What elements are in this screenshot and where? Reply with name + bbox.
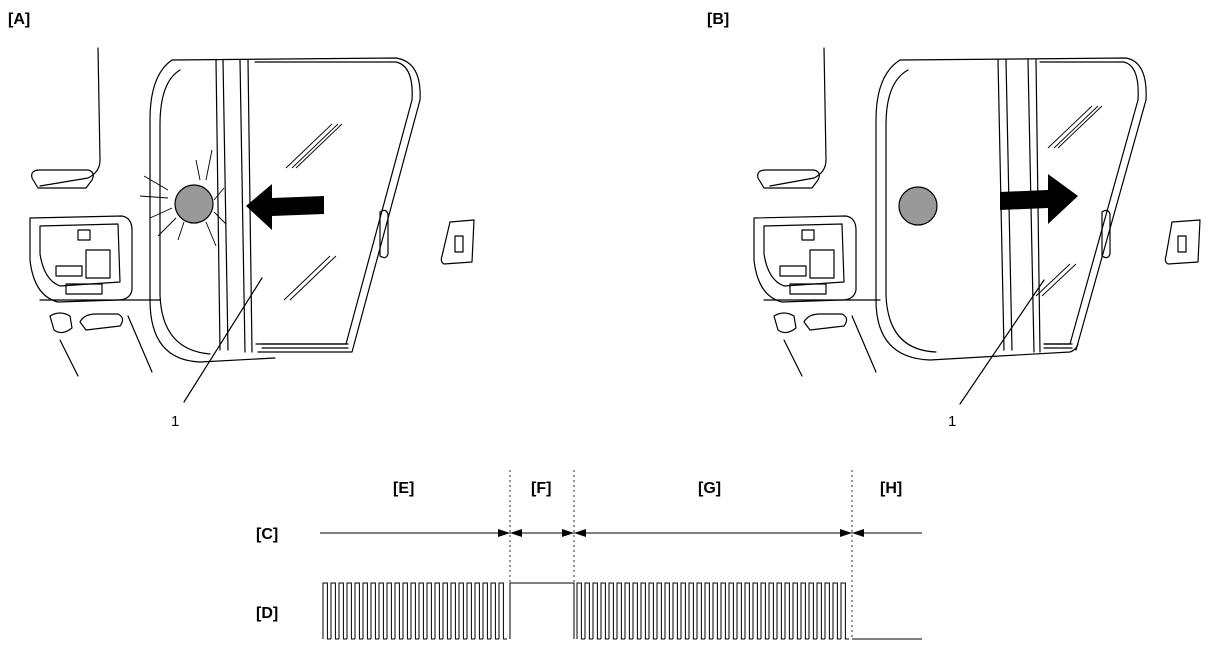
panel-a-label: [A] bbox=[8, 11, 31, 28]
segment-h-label: [H] bbox=[880, 480, 903, 497]
panel-a-switch-cluster bbox=[29, 169, 161, 377]
row-c-label: [C] bbox=[256, 526, 279, 543]
segment-g-label: [G] bbox=[698, 480, 722, 497]
arrow-head-right-icon bbox=[498, 529, 510, 537]
panel-b-obstruction-ball bbox=[898, 186, 938, 226]
panel-a-callout-leader bbox=[183, 277, 263, 403]
panel-b-opening-arrow-icon bbox=[1000, 174, 1078, 224]
arrow-head-left-icon bbox=[574, 529, 586, 537]
panel-a-door-frame bbox=[39, 47, 475, 363]
timing-arrows bbox=[320, 529, 922, 537]
arrow-head-right-icon bbox=[840, 529, 852, 537]
row-d-label: [D] bbox=[256, 605, 279, 622]
panel-a-callout-number: 1 bbox=[171, 413, 180, 430]
signal-segment-1 bbox=[509, 582, 575, 639]
signal-segment-2 bbox=[576, 582, 849, 640]
panel-a-crash-lines bbox=[139, 149, 227, 247]
panel-b-switch-cluster bbox=[753, 169, 881, 377]
arrow-head-left-icon bbox=[852, 529, 864, 537]
arrow-head-right-icon bbox=[562, 529, 574, 537]
panel-b-label: [B] bbox=[707, 11, 730, 28]
panel-a-obstruction-ball bbox=[174, 184, 214, 224]
segment-f-label: [F] bbox=[531, 480, 552, 497]
panel-b-door-frame bbox=[769, 47, 1201, 361]
signal-segment-0 bbox=[322, 582, 507, 640]
panel-b-callout-leader bbox=[959, 279, 1045, 405]
panel-a-closing-arrow-icon bbox=[246, 184, 324, 230]
arrow-head-left-icon bbox=[510, 529, 522, 537]
segment-e-label: [E] bbox=[393, 480, 415, 497]
timing-signal bbox=[322, 582, 922, 640]
panel-b-callout-number: 1 bbox=[948, 413, 957, 430]
